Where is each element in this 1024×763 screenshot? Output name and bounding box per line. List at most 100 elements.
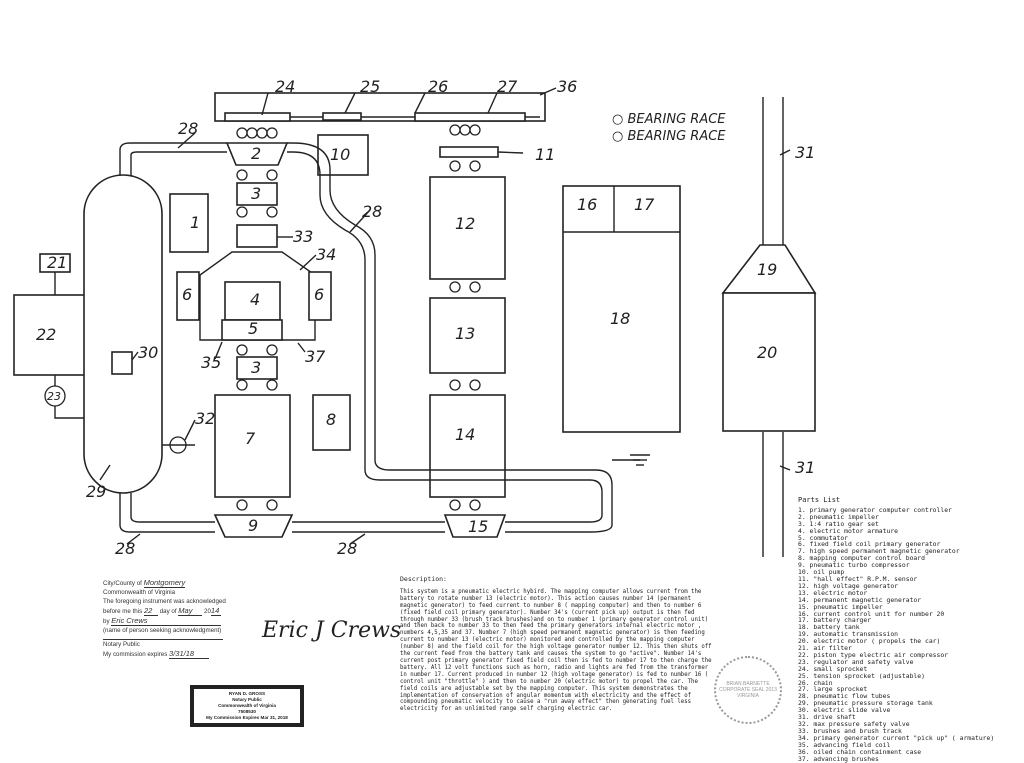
day-of: day of <box>159 608 177 615</box>
parts-list-item: 5. commutator <box>798 533 849 542</box>
parts-list-item: 3. 1:4 ratio gear set <box>798 519 879 528</box>
label-26: 26 <box>428 77 448 96</box>
parts-list-item: 1. primary generator computer controller <box>798 505 952 514</box>
drive-shaft-31 <box>762 97 784 557</box>
compressor-9 <box>213 514 294 538</box>
label-21: 21 <box>47 253 67 272</box>
signature: Eric J Crews <box>262 618 402 643</box>
parts-list-item: 2. pneumatic impeller <box>798 512 879 521</box>
stamp-expires: My Commission Expires Mar 31, 2018 <box>206 715 288 720</box>
regulator-line <box>54 406 85 419</box>
stamp-title: Notary Public <box>232 697 262 702</box>
description-heading: Description: <box>400 575 447 583</box>
battery-tank-18 <box>562 185 681 433</box>
label-18: 18 <box>610 309 630 328</box>
label-31-top: 31 <box>795 143 815 162</box>
parts-list-item: 4. electric motor armature <box>798 526 899 535</box>
label-28-bm: 28 <box>337 539 357 558</box>
middle-shaft-bearings <box>449 124 481 511</box>
brush-track-33 <box>236 224 278 248</box>
label-19: 19 <box>757 260 777 279</box>
label-7: 7 <box>245 429 256 448</box>
county-value: Montgomery <box>143 578 186 588</box>
electric-motor-13 <box>429 297 506 374</box>
label-20: 20 <box>757 343 777 362</box>
label-17: 17 <box>634 195 655 214</box>
notary-stamp: RYAN D. GROSS Notary Public Commonwealth… <box>190 685 304 727</box>
parts-list-item: 24. small sprocket <box>798 664 868 673</box>
parts-list-item: 22. piston type electric air compressor <box>798 650 949 659</box>
label-13: 13 <box>455 324 475 343</box>
slide-valve-30 <box>111 351 133 375</box>
parts-list-item: 28. pneumatic flow tubes <box>798 692 891 701</box>
high-voltage-generator-12 <box>429 176 506 280</box>
label-23: 23 <box>47 390 61 403</box>
parts-list-item: 21. air filter <box>798 644 852 653</box>
label-6-left: 6 <box>182 285 192 304</box>
commission-value: 3/31/18 <box>169 649 210 659</box>
label-3-bottom: 3 <box>251 358 261 377</box>
year-prefix: 20 <box>204 608 211 615</box>
label-33: 33 <box>293 227 313 246</box>
parts-list-item: 14. permanent magnetic generator <box>798 595 922 604</box>
label-25: 25 <box>360 77 380 96</box>
label-16: 16 <box>577 195 597 214</box>
label-28-bl: 28 <box>115 539 135 558</box>
armature-4 <box>224 281 281 321</box>
corporate-seal: BRIAN BARNETTE CORPORATE SEAL 2013 VIRGI… <box>714 656 782 724</box>
parts-list-item: 8. mapping computer control board <box>798 554 925 563</box>
parts-list-item: 17. battery charger <box>798 616 872 625</box>
commutator-5 <box>221 319 283 341</box>
month-value: May <box>178 606 203 616</box>
parts-list-item: 9. pneumatic turbo compressor <box>798 561 910 570</box>
label-1: 1 <box>190 213 200 232</box>
flow-tubes-28 <box>119 142 613 533</box>
parts-list-item: 35. advancing field coil <box>798 740 891 749</box>
left-shaft-bearings <box>236 127 278 511</box>
parts-list-item: 37. advancing brushes <box>798 754 879 763</box>
description-text: This system is a pneumatic electric hybi… <box>400 588 712 713</box>
control-board-8 <box>312 394 351 451</box>
before-me: before me this <box>103 608 143 615</box>
notary-caption: Notary Public <box>103 639 223 649</box>
label-27: 27 <box>497 77 518 96</box>
generator-housing-34 <box>199 251 316 341</box>
label-14: 14 <box>455 425 475 444</box>
parts-list-item: 32. max pressure safety valve <box>798 720 910 728</box>
legend-row-1: ○ BEARING RACE <box>612 112 726 127</box>
storage-tank-29 <box>83 174 163 494</box>
label-12: 12 <box>455 214 475 233</box>
label-36: 36 <box>557 77 577 96</box>
label-30: 30 <box>138 343 158 362</box>
parts-list-item: 6. fixed field coil primary generator <box>798 540 941 549</box>
air-compressor-22 <box>13 294 98 376</box>
commission-label: My commission expires <box>103 651 168 658</box>
label-8: 8 <box>326 410 336 429</box>
field-coil-6-right <box>308 271 332 321</box>
label-35: 35 <box>201 353 221 372</box>
part-labels: 1 2 3 4 5 6 6 3 7 8 9 10 11 12 13 14 15 … <box>36 77 815 558</box>
stamp-state: Commonwealth of Virginia <box>218 703 276 708</box>
parts-list-items: 1. primary generator computer controller… <box>798 507 1018 763</box>
parts-list-item: 26. chain <box>798 678 833 687</box>
parts-list-item: 36. oiled chain containment case <box>798 747 922 756</box>
seal-text: BRIAN BARNETTE CORPORATE SEAL 2013 VIRGI… <box>719 681 777 699</box>
label-2: 2 <box>251 144 261 163</box>
description-block: Description: This system is a pneumatic … <box>400 576 712 713</box>
sprocket-25 <box>322 112 362 121</box>
commonwealth: Commonwealth of Virginia <box>103 589 176 596</box>
legend-row-2: ○ BEARING RACE <box>612 129 726 144</box>
control-unit-1 <box>169 193 209 253</box>
parts-list-item: 34. primary generator current "pick up" … <box>798 733 995 742</box>
parts-list-title: Parts List <box>798 496 841 504</box>
label-37: 37 <box>305 347 326 366</box>
stamp-number: 7508530 <box>238 709 256 714</box>
parts-list: Parts List 1. primary generator computer… <box>798 497 1018 762</box>
label-11: 11 <box>535 145 555 164</box>
parts-list-item: 29. pneumatic pressure storage tank <box>798 699 933 708</box>
year-value: 14 <box>210 606 221 616</box>
parts-list-item: 30. electric slide valve <box>798 706 891 715</box>
label-10: 10 <box>330 145 350 164</box>
label-34: 34 <box>316 245 336 264</box>
